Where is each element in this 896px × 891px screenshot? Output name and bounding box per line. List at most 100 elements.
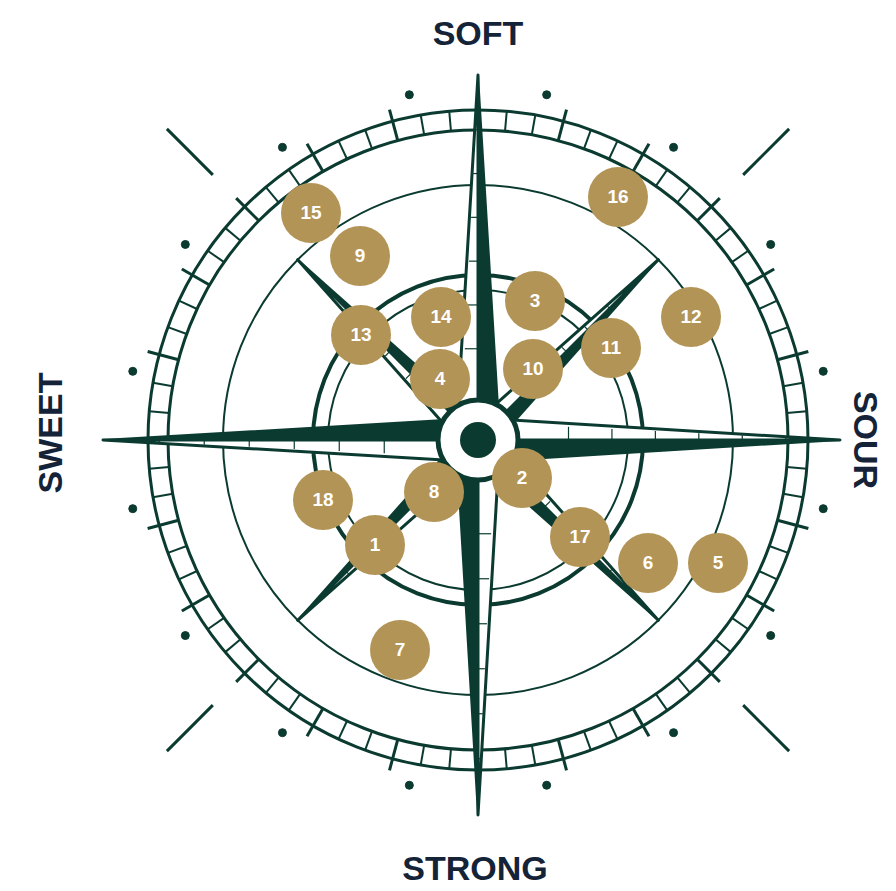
marker-fill	[503, 339, 563, 399]
callout-number: 1	[345, 515, 405, 575]
flavor-marker: 15	[281, 183, 341, 243]
compass-tick	[208, 251, 224, 262]
flavor-marker: 11	[581, 318, 641, 378]
compass-tick	[168, 327, 187, 334]
star-hatching	[478, 533, 491, 534]
compass-tick	[656, 170, 667, 186]
star-hatching	[339, 440, 340, 451]
compass-tick	[182, 595, 210, 611]
compass-dot	[278, 729, 286, 737]
compass-tick	[289, 694, 300, 710]
compass-tick	[208, 618, 224, 629]
callout-number: 17	[550, 507, 610, 567]
star-hatching	[294, 440, 295, 449]
callout-number: 13	[331, 305, 391, 365]
star-point-major	[478, 418, 840, 440]
flavor-marker: 7	[370, 620, 430, 680]
compass-tick	[153, 494, 173, 497]
compass-tick	[225, 228, 240, 241]
compass-dot	[767, 632, 775, 640]
compass-tick	[168, 546, 187, 553]
compass-tick	[153, 383, 173, 386]
compass-tick	[715, 228, 730, 241]
compass-tick	[584, 731, 591, 750]
flavor-marker: 10	[503, 339, 563, 399]
callout-number: 15	[281, 183, 341, 243]
star-hatching	[568, 427, 569, 440]
compass-tick	[558, 110, 566, 141]
compass-tick	[677, 677, 690, 692]
marker-fill	[281, 183, 341, 243]
star-hatching	[346, 572, 348, 574]
compass-tick	[697, 198, 720, 221]
compass-tick	[449, 749, 451, 769]
callout-number: 10	[503, 339, 563, 399]
flavor-marker: 14	[411, 287, 471, 347]
compass-tick	[777, 351, 808, 359]
flavor-marker: 16	[588, 167, 648, 227]
compass-tick	[289, 170, 300, 186]
compass-tick	[339, 721, 347, 739]
marker-fill	[618, 533, 678, 593]
compass-dot	[405, 91, 413, 99]
marker-fill	[505, 271, 565, 331]
compass-tick	[787, 467, 807, 469]
compass-tick	[307, 144, 323, 172]
marker-fill	[331, 305, 391, 365]
compass-tick	[266, 187, 279, 202]
compass-tick	[339, 141, 347, 159]
marker-fill	[370, 620, 430, 680]
callout-number: 9	[330, 226, 390, 286]
compass-tick	[633, 708, 649, 736]
compass-tick	[389, 739, 397, 770]
marker-fill	[581, 318, 641, 378]
star-hatching	[478, 713, 483, 714]
flavor-marker: 18	[293, 470, 353, 530]
flavor-marker: 9	[330, 226, 390, 286]
star-hatching	[611, 429, 612, 440]
marker-fill	[345, 515, 405, 575]
compass-dot	[670, 143, 678, 151]
callout-number: 4	[410, 349, 470, 409]
flavor-marker: 17	[550, 507, 610, 567]
callout-number: 8	[404, 462, 464, 522]
compass-tick	[609, 721, 617, 739]
bearing-line	[167, 129, 213, 175]
star-hatching	[655, 431, 656, 440]
star-hatching	[249, 440, 250, 447]
marker-fill	[410, 349, 470, 409]
star-hatching	[562, 347, 566, 351]
callout-number: 12	[661, 287, 721, 347]
compass-tick	[783, 494, 803, 497]
compass-tick	[609, 141, 617, 159]
compass-tick	[532, 745, 535, 765]
star-hatching	[478, 758, 481, 759]
star-hatching	[478, 668, 485, 669]
star-hatching	[323, 287, 324, 288]
compass-tick	[656, 694, 667, 710]
star-hatching	[475, 129, 478, 130]
star-hatching	[469, 261, 478, 262]
compass-tick	[746, 269, 774, 285]
compass-tick	[732, 251, 748, 262]
star-hatching	[785, 437, 786, 440]
compass-tick	[769, 327, 788, 334]
compass-dot	[543, 781, 551, 789]
compass-dot	[819, 505, 827, 513]
star-hatching	[631, 592, 632, 593]
flavor-marker: 2	[492, 448, 552, 508]
star-hatching	[610, 569, 612, 571]
compass-tick	[421, 115, 424, 135]
compass-tick	[389, 110, 397, 141]
compass-tick	[225, 639, 240, 652]
star-hatching	[465, 348, 478, 349]
compass-tick	[677, 187, 690, 202]
compass-dot	[767, 240, 775, 248]
callout-number: 11	[581, 318, 641, 378]
flavor-marker: 4	[410, 349, 470, 409]
callout-number: 3	[505, 271, 565, 331]
compass-dot	[543, 91, 551, 99]
flavor-marker: 1	[345, 515, 405, 575]
flavor-marker: 6	[618, 533, 678, 593]
